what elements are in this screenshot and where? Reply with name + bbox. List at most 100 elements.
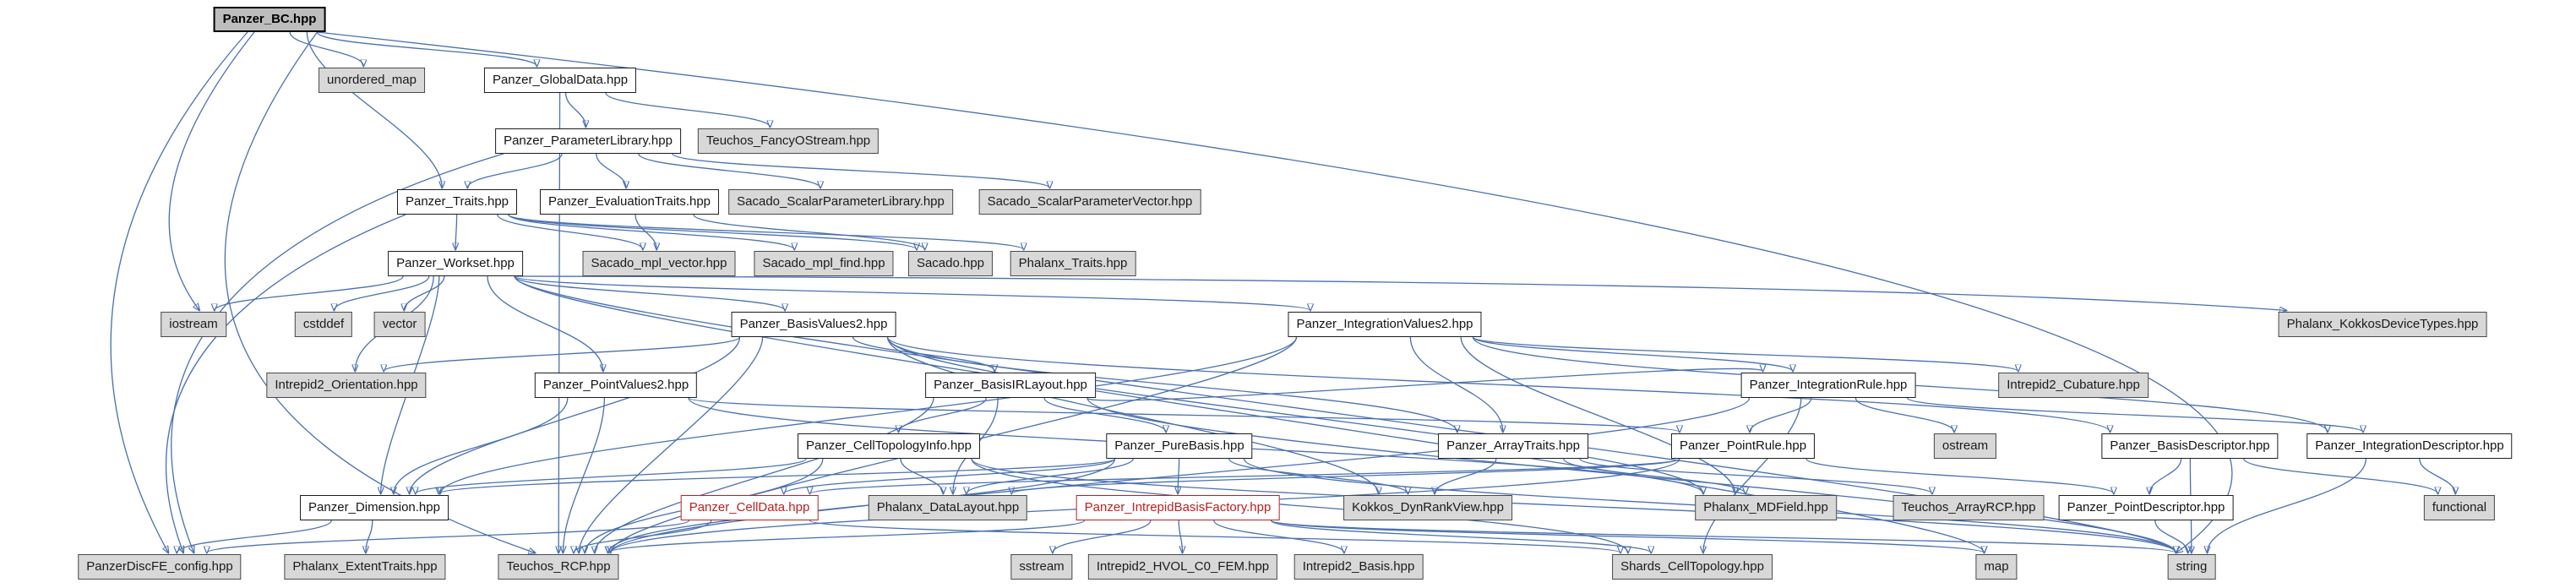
edge-traits-to-sacadomplvec xyxy=(497,214,643,250)
edge-paramlib-to-sacadosplib xyxy=(638,153,820,188)
edge-workset-to-vector xyxy=(404,275,445,311)
edge-basisvalues2-to-dynrankview xyxy=(886,336,1379,494)
graph-node-pointrule[interactable]: Panzer_PointRule.hpp xyxy=(1670,433,1816,459)
edge-celldata-to-config xyxy=(207,520,690,553)
edge-integrationrule-to-pointrule xyxy=(1750,397,1812,433)
edge-pointrule-to-celldata xyxy=(810,458,1680,494)
edge-pointrule-to-pointdescriptor xyxy=(1805,458,2114,494)
graph-node-intrepidbasisfactory[interactable]: Panzer_IntrepidBasisFactory.hpp xyxy=(1076,495,1280,520)
graph-node-sacado: Sacado.hpp xyxy=(907,251,994,276)
edge-purebasis-to-datalayout xyxy=(967,458,1134,494)
edge-basisirlayout-to-celltopologyinfo xyxy=(899,397,987,433)
graph-node-sacadospvec: Sacado_ScalarParameterVector.hpp xyxy=(978,189,1201,215)
edge-intrepidbasisfactory-to-teuchosrcp xyxy=(608,520,1086,553)
edge-intrepidbasisfactory-to-sstream xyxy=(1053,520,1152,553)
edge-bc-to-traits xyxy=(306,31,442,188)
edge-purebasis-to-intrepidbasisfactory xyxy=(1178,458,1179,494)
graph-node-celltopologyinfo[interactable]: Panzer_CellTopologyInfo.hpp xyxy=(798,433,980,459)
edge-purebasis-to-dynrankview xyxy=(1228,458,1408,494)
edge-arraytraits-to-mdfield xyxy=(1563,458,1745,494)
graph-node-integrationdescriptor[interactable]: Panzer_IntegrationDescriptor.hpp xyxy=(2306,433,2513,459)
graph-node-sacadomplfind: Sacado_mpl_find.hpp xyxy=(754,251,894,276)
edge-purebasis-to-teuchosrcp xyxy=(608,458,1116,553)
graph-node-paramlib[interactable]: Panzer_ParameterLibrary.hpp xyxy=(495,128,681,154)
edge-arraytraits-to-dynrankview xyxy=(1435,458,1497,494)
graph-node-functional: functional xyxy=(2423,495,2496,520)
edge-intrepidbasisfactory-to-map xyxy=(1270,520,1985,553)
edge-workset-to-string xyxy=(514,275,2176,553)
edge-celltopologyinfo-to-datalayout xyxy=(900,458,943,494)
edge-traits-to-workset xyxy=(455,214,456,250)
graph-node-fancyostream: Teuchos_FancyOStream.hpp xyxy=(697,128,880,154)
edge-pointvalues2-to-pointrule xyxy=(688,397,1680,433)
graph-node-workset[interactable]: Panzer_Workset.hpp xyxy=(388,251,523,276)
edge-intrepidbasisfactory-to-shards xyxy=(1270,520,1652,553)
edge-dimension-to-config xyxy=(177,520,332,553)
graph-node-integrationvalues2[interactable]: Panzer_IntegrationValues2.hpp xyxy=(1288,312,1482,337)
edge-bc-to-iostream xyxy=(168,31,255,311)
edge-workset-to-pointvalues2 xyxy=(487,275,603,372)
edge-workset-to-iostream xyxy=(215,275,404,311)
edge-evaltraits-to-sacadomplvec xyxy=(634,214,656,250)
graph-node-datalayout: Phalanx_DataLayout.hpp xyxy=(868,495,1028,520)
graph-node-globaldata[interactable]: Panzer_GlobalData.hpp xyxy=(483,68,637,93)
graph-node-kokkosdevicetypes: Phalanx_KokkosDeviceTypes.hpp xyxy=(2278,312,2487,337)
edge-workset-to-kokkosdevicetypes xyxy=(514,275,2287,311)
edge-celltopologyinfo-to-string xyxy=(971,458,2176,553)
graph-node-sacadomplvec: Sacado_mpl_vector.hpp xyxy=(582,251,736,276)
graph-node-arrayrcp: Teuchos_ArrayRCP.hpp xyxy=(1893,495,2045,520)
graph-node-dimension[interactable]: Panzer_Dimension.hpp xyxy=(300,495,449,520)
edge-basisvalues2-to-orientation xyxy=(384,336,741,372)
graph-node-bc: Panzer_BC.hpp xyxy=(213,7,326,32)
edge-pointvalues2-to-dimension xyxy=(394,397,569,494)
edge-dimension-to-extenttraits xyxy=(366,520,373,553)
edge-workset-to-map xyxy=(514,275,1985,553)
edge-traits-to-config xyxy=(165,214,406,553)
edge-paramlib-to-traits xyxy=(467,153,563,188)
graph-node-intrepidbasis: Intrepid2_Basis.hpp xyxy=(1293,554,1424,580)
edge-traits-to-sacadomplfind xyxy=(508,214,794,250)
graph-node-config: PanzerDiscFE_config.hpp xyxy=(78,554,242,580)
edge-globaldata-to-teuchosrcp xyxy=(558,92,559,553)
edge-basisvalues2-to-basisdescriptor xyxy=(886,336,2110,433)
edge-workset-to-basisvalues2 xyxy=(514,275,785,311)
graph-node-pointvalues2[interactable]: Panzer_PointValues2.hpp xyxy=(534,373,698,398)
edge-intrepidbasisfactory-to-hvol xyxy=(1178,520,1182,553)
edge-basisvalues2-to-arraytraits xyxy=(886,336,1457,433)
edge-basisvalues2-to-mdfield xyxy=(886,336,1704,494)
edge-integrationvalues2-to-mdfield xyxy=(1460,336,1735,494)
edge-basisvalues2-to-dimension xyxy=(410,336,741,494)
graph-node-arraytraits[interactable]: Panzer_ArrayTraits.hpp xyxy=(1438,433,1588,459)
graph-node-evaltraits[interactable]: Panzer_EvaluationTraits.hpp xyxy=(539,189,720,215)
graph-node-basisdescriptor[interactable]: Panzer_BasisDescriptor.hpp xyxy=(2101,433,2279,459)
graph-node-basisirlayout[interactable]: Panzer_BasisIRLayout.hpp xyxy=(925,373,1096,398)
graph-node-phalanxtraits: Phalanx_Traits.hpp xyxy=(1010,251,1136,276)
graph-node-sstream: sstream xyxy=(1010,554,1073,580)
graph-node-hvol: Intrepid2_HVOL_C0_FEM.hpp xyxy=(1087,554,1278,580)
graph-node-traits[interactable]: Panzer_Traits.hpp xyxy=(396,189,518,215)
graph-node-pointdescriptor[interactable]: Panzer_PointDescriptor.hpp xyxy=(2058,495,2234,520)
graph-node-extenttraits: Phalanx_ExtentTraits.hpp xyxy=(284,554,446,580)
graph-node-celldata[interactable]: Panzer_CellData.hpp xyxy=(680,495,819,520)
graph-node-shards: Shards_CellTopology.hpp xyxy=(1612,554,1773,580)
edge-integrationrule-to-integrationdescriptor xyxy=(1906,397,2363,433)
edge-paramlib-to-evaltraits xyxy=(596,153,626,188)
edge-integrationdescriptor-to-string xyxy=(2208,458,2367,553)
edge-traits-to-sacado xyxy=(508,214,917,250)
edge-bc-to-teuchosrcp xyxy=(224,31,535,553)
graph-node-vector: vector xyxy=(373,312,426,337)
edge-basisirlayout-to-teuchosrcp xyxy=(595,397,934,553)
edge-intrepidbasisfactory-to-intrepidbasis xyxy=(1213,520,1344,553)
graph-node-integrationrule[interactable]: Panzer_IntegrationRule.hpp xyxy=(1740,373,1916,398)
edge-pointrule-to-datalayout xyxy=(1011,458,1680,494)
edge-celldata-to-shards xyxy=(809,520,1621,553)
graph-node-purebasis[interactable]: Panzer_PureBasis.hpp xyxy=(1106,433,1253,459)
edge-celldata-to-teuchosrcp xyxy=(574,520,712,553)
graph-node-unordered_map: unordered_map xyxy=(319,68,425,93)
graph-node-basisvalues2[interactable]: Panzer_BasisValues2.hpp xyxy=(731,312,896,337)
edge-workset-to-cstddef xyxy=(334,275,430,311)
graph-node-mdfield: Phalanx_MDField.hpp xyxy=(1695,495,1837,520)
graph-node-map: map xyxy=(1975,554,2018,580)
edge-purebasis-to-celldata xyxy=(784,458,1116,494)
